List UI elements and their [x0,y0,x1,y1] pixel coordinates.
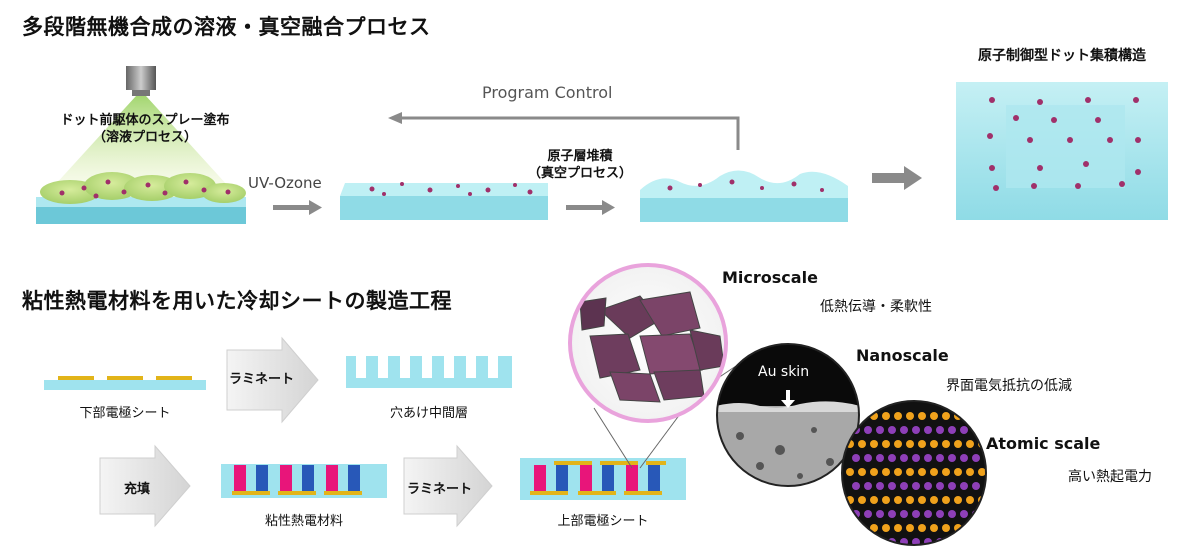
atomic-scale-desc: 高い熱起電力 [1068,469,1152,485]
microscale-image [568,263,728,423]
laminate-arrow-2 [403,444,493,528]
au-skin-label: Au skin [758,364,810,380]
thermoelectric-label: 粘性熱電材料 [264,514,343,529]
fill-arrow [99,444,191,528]
spray-label-line1: ドット前駆体のスプレー塗布 [60,113,230,128]
fill-label: 充填 [124,482,151,497]
lower-electrode-sheet [44,376,206,390]
section2-title: 粘性熱電材料を用いた冷却シートの製造工程 [22,289,452,313]
microscale-desc: 低熱伝導・柔軟性 [820,299,932,315]
nanoscale-title: Nanoscale [856,346,949,365]
program-control-label: Program Control [482,83,613,102]
solution-vacuum-process-diagram [36,66,1168,224]
uv-ozone-label: UV-Ozone [248,174,322,192]
section1-title: 多段階無機合成の溶液・真空融合プロセス [22,15,431,39]
nanoscale-desc: 界面電気抵抗の低減 [946,378,1072,394]
atomic-scale-image [841,400,987,546]
left-arrow-icon [388,112,740,150]
right-arrow-icon [273,200,322,215]
substrate-dots [340,182,548,220]
result-title: 原子制御型ドット集積構造 [978,48,1146,64]
ald-label: 原子層堆積 （真空プロセス） [520,148,640,182]
perforated-layer [346,356,512,388]
upper-electrode-label: 上部電極シート [557,514,649,529]
spray-label: ドット前駆体のスプレー塗布 （溶液プロセス） [35,112,255,146]
laminate-2-label: ラミネート [407,482,473,497]
spray-label-line2: （溶液プロセス） [92,130,197,145]
upper-electrode-sheet [520,458,686,500]
substrate-sprayed [36,172,246,224]
laminate-1-label: ラミネート [229,372,295,387]
microscale-title: Microscale [722,268,818,287]
thermoelectric-filled-layer [221,464,387,498]
cooling-sheet-process-diagram [44,263,987,546]
down-arrow-icon [781,390,795,408]
laminate-arrow-1 [226,336,319,424]
ald-label-line1: 原子層堆積 [547,149,613,164]
nozzle-icon [126,66,156,96]
lower-electrode-label: 下部電極シート [79,406,171,421]
right-arrow-icon [566,200,615,215]
ald-label-line2: （真空プロセス） [527,166,632,181]
substrate-ald [640,170,848,222]
perforated-layer-label: 穴あけ中間層 [389,406,468,421]
atomic-scale-title: Atomic scale [986,434,1101,453]
right-arrow-icon [872,166,922,190]
spray-cone [54,96,228,186]
dot-assembly-structure [956,82,1168,220]
